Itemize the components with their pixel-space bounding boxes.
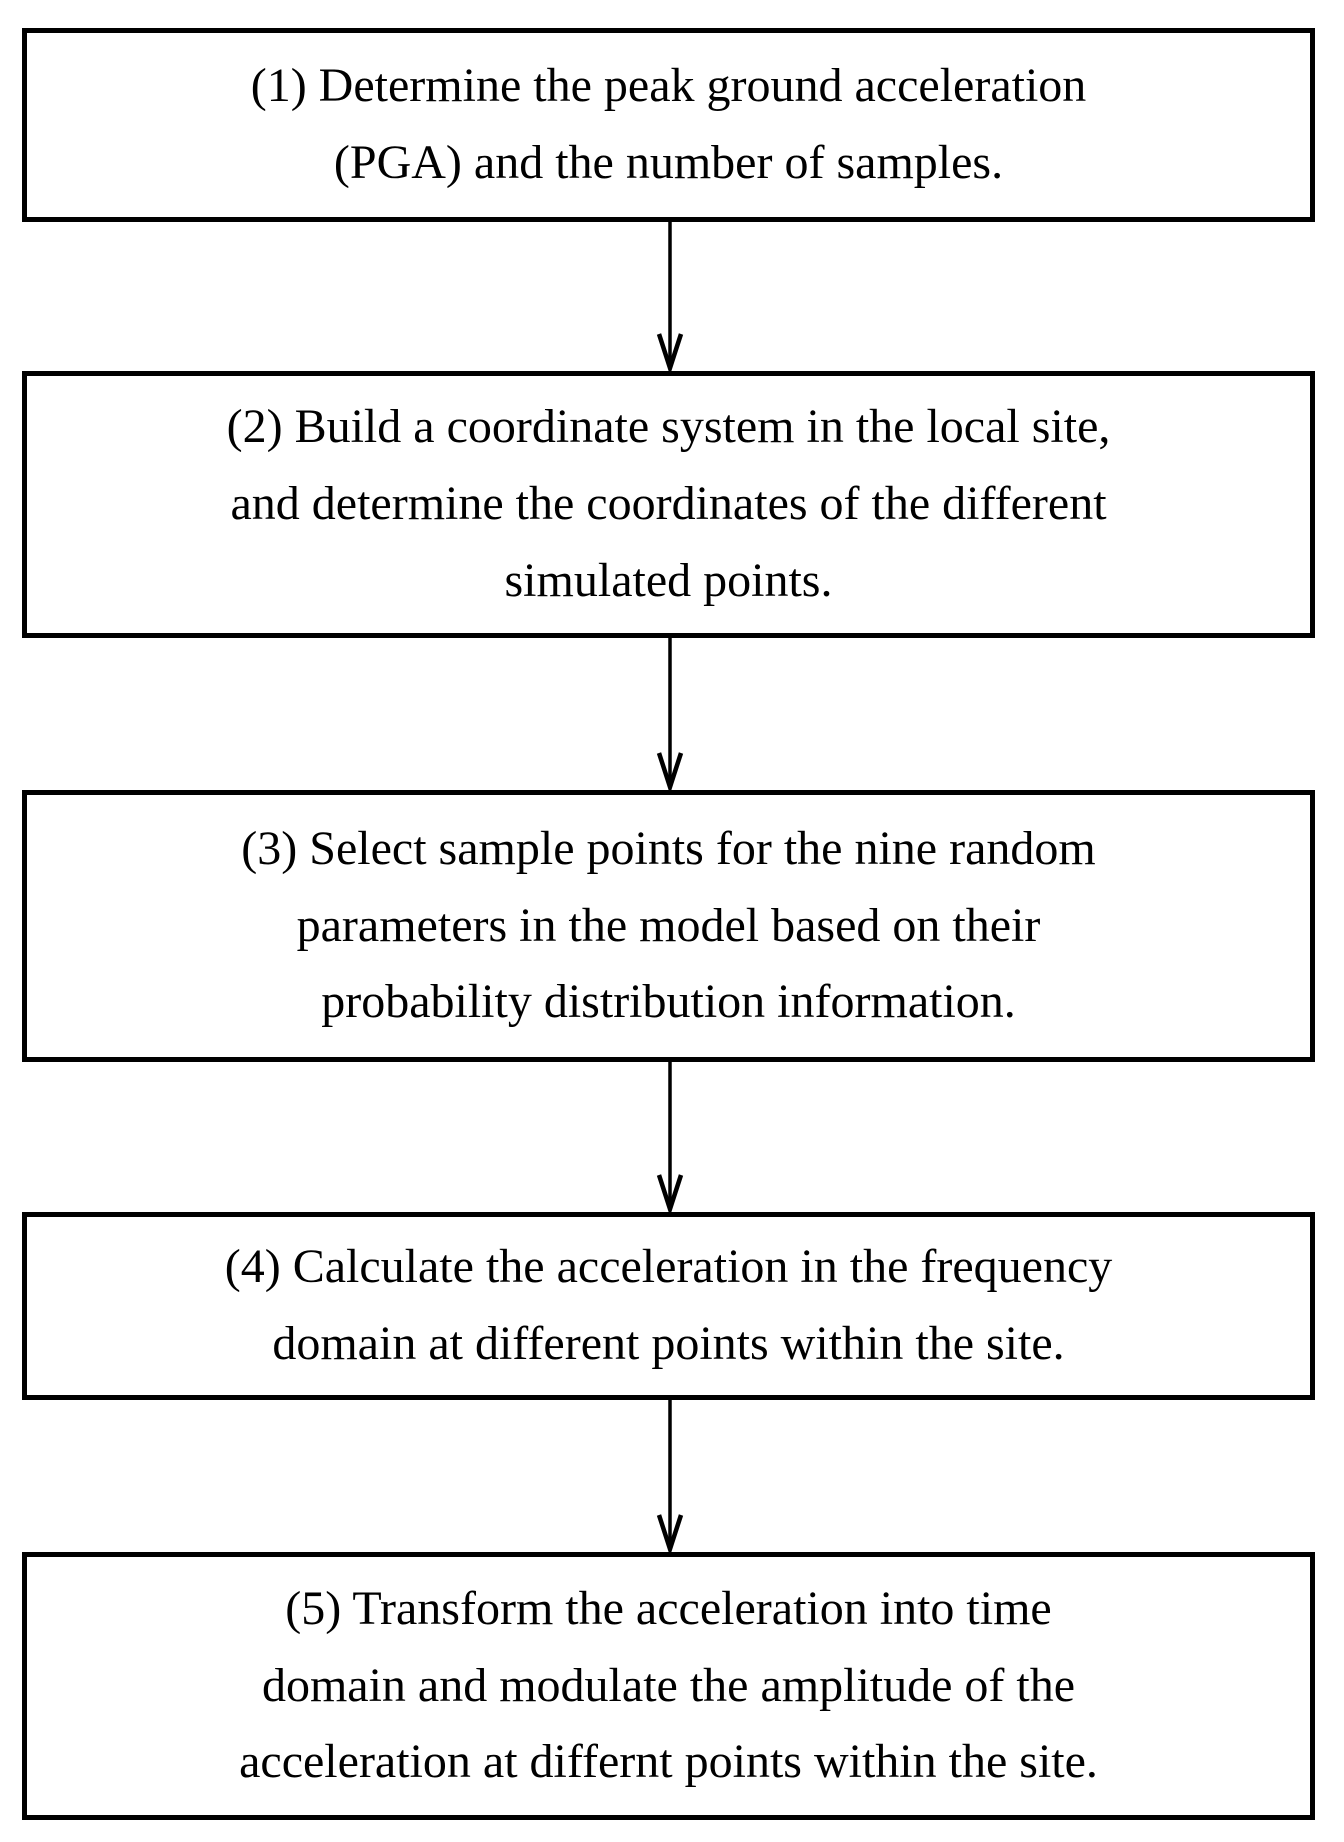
flow-step-1-text: (1) Determine the peak ground accelerati… [250, 59, 1087, 189]
flow-step-5-text: (5) Transform the acceleration into time… [239, 1581, 1098, 1789]
flow-step-4-text: (4) Calculate the acceleration in the fr… [224, 1240, 1113, 1370]
arrow-down-icon [656, 1062, 684, 1212]
flow-step-2-text: (2) Build a coordinate system in the loc… [226, 400, 1111, 607]
flow-step-5: (5) Transform the acceleration into time… [22, 1552, 1315, 1820]
flow-step-3-text: (3) Select sample points for the nine ra… [241, 821, 1096, 1029]
flow-step-3: (3) Select sample points for the nine ra… [22, 790, 1315, 1062]
flow-step-2: (2) Build a coordinate system in the loc… [22, 371, 1315, 638]
flow-step-1: (1) Determine the peak ground accelerati… [22, 28, 1315, 222]
arrow-down-icon [656, 638, 684, 790]
arrow-down-icon [656, 1400, 684, 1552]
arrow-down-icon [656, 222, 684, 371]
flow-step-4: (4) Calculate the acceleration in the fr… [22, 1212, 1315, 1400]
